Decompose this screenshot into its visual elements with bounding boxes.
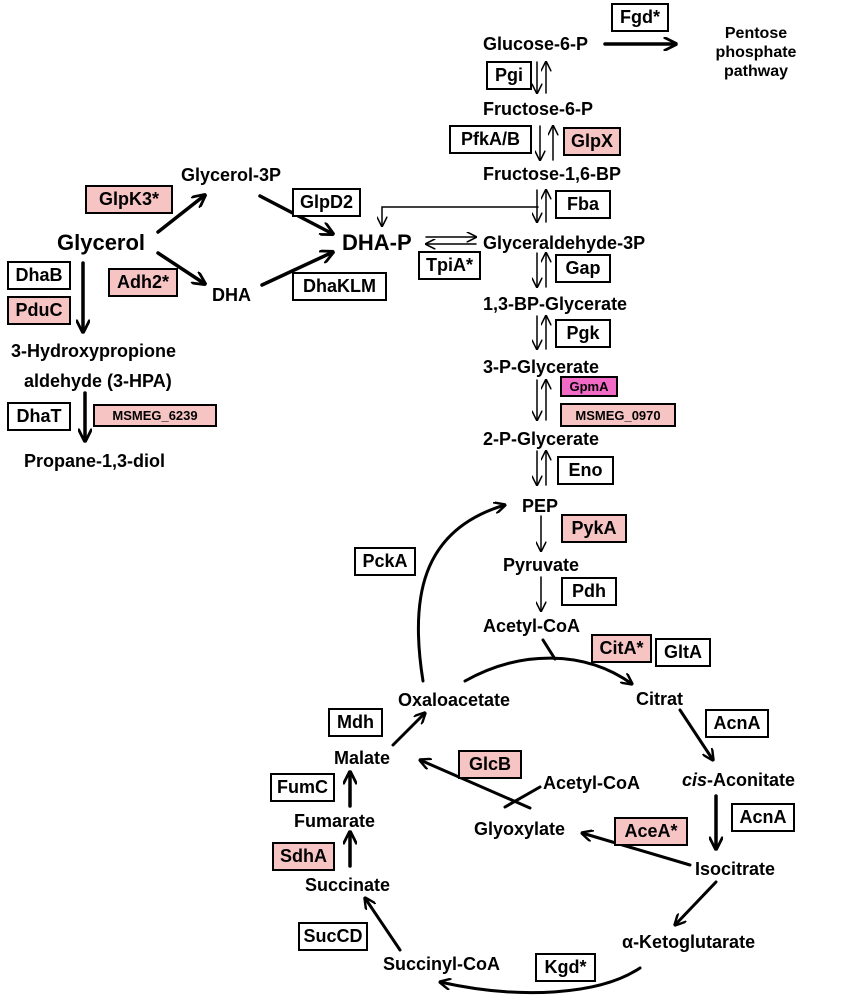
enzyme-gap: Gap <box>555 254 611 283</box>
enzyme-kgd: Kgd* <box>535 953 596 982</box>
enzyme-pduc: PduC <box>7 296 71 325</box>
metabolite-dha: DHA <box>212 285 251 305</box>
arrow-glycerol-to-dha <box>156 251 205 284</box>
metabolite-1-3-bp-glycerate: 1,3-BP-Glycerate <box>483 294 628 314</box>
metabolite-dha-p: DHA-P <box>342 230 412 255</box>
enzyme-dhab: DhaB <box>7 261 71 290</box>
metabolite-isocitrate: Isocitrate <box>695 859 776 879</box>
arrow-mdh-malate-to-oaa <box>391 713 425 747</box>
arrow-acea-isocitrate-to-glyoxylate <box>582 833 692 867</box>
metabolite-cis-aconitate: cis-Aconitate <box>682 771 795 789</box>
arrow-succd-succinylcoa-to-succinate <box>365 898 402 952</box>
metabolite-3-p-glycerate: 3-P-Glycerate <box>483 357 600 377</box>
enzyme-pfka-b: PfkA/B <box>449 125 532 154</box>
metabolite-alpha-ketoglutarate: α-Ketoglutarate <box>622 932 756 952</box>
metabolite-glucose-6-p: Glucose-6-P <box>483 34 589 54</box>
metabolite-succinyl-coa: Succinyl-CoA <box>383 954 501 974</box>
cis-prefix: cis <box>682 770 708 790</box>
enzyme-pgi: Pgi <box>486 61 532 90</box>
arrow-dha-to-dhap <box>260 252 333 287</box>
enzyme-pgk: Pgk <box>555 319 611 348</box>
enzyme-tpia: TpiA* <box>418 251 481 280</box>
arrow-glcb-glyoxylate-to-malate <box>420 760 532 810</box>
metabolite-acetyl-coa-shunt: Acetyl-CoA <box>543 773 641 793</box>
enzyme-eno: Eno <box>557 456 614 485</box>
metabolite-3-hpa-line2: aldehyde (3-HPA) <box>24 371 172 391</box>
metabolite-3-hpa-line1: 3-Hydroxypropione <box>11 341 177 361</box>
enzyme-fumc: FumC <box>270 773 335 802</box>
metabolite-pep: PEP <box>522 496 559 516</box>
enzyme-gpma: GpmA <box>560 376 618 397</box>
metabolite-citrat: Citrat <box>636 689 684 709</box>
metabolite-glyceraldehyde-3p: Glyceraldehyde-3P <box>483 233 646 253</box>
enzyme-fgd: Fgd* <box>611 3 669 32</box>
enzyme-cita: CitA* <box>591 634 652 663</box>
enzyme-pcka: PckA <box>354 547 416 576</box>
enzyme-glpx: GlpX <box>563 127 621 156</box>
metabolite-glycerol-3p: Glycerol-3P <box>181 165 282 185</box>
metabolite-acetyl-coa: Acetyl-CoA <box>483 616 581 636</box>
enzyme-succd: SucCD <box>298 922 368 951</box>
enzyme-glcb: GlcB <box>458 750 522 779</box>
metabolite-fructose-6-p: Fructose-6-P <box>483 99 594 119</box>
arrow-cita-oaa-to-citrat <box>463 656 632 684</box>
metabolite-succinate: Succinate <box>305 875 391 895</box>
enzyme-glta: GltA <box>655 638 711 667</box>
line-acetylcoa-to-glcb <box>503 785 542 809</box>
metabolite-propane-1-3-diol: Propane-1,3-diol <box>24 451 166 471</box>
enzyme-msmeg-6239: MSMEG_6239 <box>93 404 217 427</box>
enzyme-msmeg-0970: MSMEG_0970 <box>560 403 676 427</box>
enzyme-acna-2: AcnA <box>731 803 795 832</box>
metabolite-fructose-1-6-bp: Fructose-1,6-BP <box>483 164 622 184</box>
arrow-isocitrate-to-ketoglutarate <box>675 880 718 925</box>
metabolite-fumarate: Fumarate <box>294 811 376 831</box>
metabolite-2-p-glycerate: 2-P-Glycerate <box>483 429 600 449</box>
metabolite-malate: Malate <box>334 748 391 768</box>
metabolite-pyruvate: Pyruvate <box>503 555 580 575</box>
enzyme-adh2: Adh2* <box>108 268 178 297</box>
arrow-acna-citrat-to-cisaconitate <box>678 708 713 760</box>
aconitate-suffix: -Aconitate <box>707 770 796 790</box>
enzyme-acea: AceA* <box>614 817 688 846</box>
arrow-pcka-oaa-to-pep <box>416 505 505 683</box>
metabolite-glycerol: Glycerol <box>57 230 146 255</box>
enzyme-acna-1: AcnA <box>705 709 769 738</box>
enzyme-dhaklm: DhaKLM <box>292 272 387 301</box>
metabolite-oxaloacetate: Oxaloacetate <box>398 690 511 710</box>
metabolite-glyoxylate: Glyoxylate <box>474 819 566 839</box>
enzyme-mdh: Mdh <box>328 708 383 737</box>
arrow-kgd-ketoglutarate-to-succinylcoa <box>440 966 642 995</box>
arrow-fba-to-dhap <box>382 206 539 226</box>
arrow-glycerol-to-glycerol3p <box>156 195 205 234</box>
label-pentose-phosphate-pathway: Pentose phosphate pathway <box>715 25 797 81</box>
line-acetylcoa-to-cita <box>541 638 557 661</box>
enzyme-pdh: Pdh <box>561 577 617 606</box>
enzyme-fba: Fba <box>555 190 611 219</box>
enzyme-dhat: DhaT <box>7 402 71 431</box>
enzyme-sdha: SdhA <box>272 842 335 871</box>
enzyme-pyka: PykA <box>561 514 627 543</box>
enzyme-glpd2: GlpD2 <box>292 188 361 217</box>
enzyme-glpk3: GlpK3* <box>85 185 173 214</box>
